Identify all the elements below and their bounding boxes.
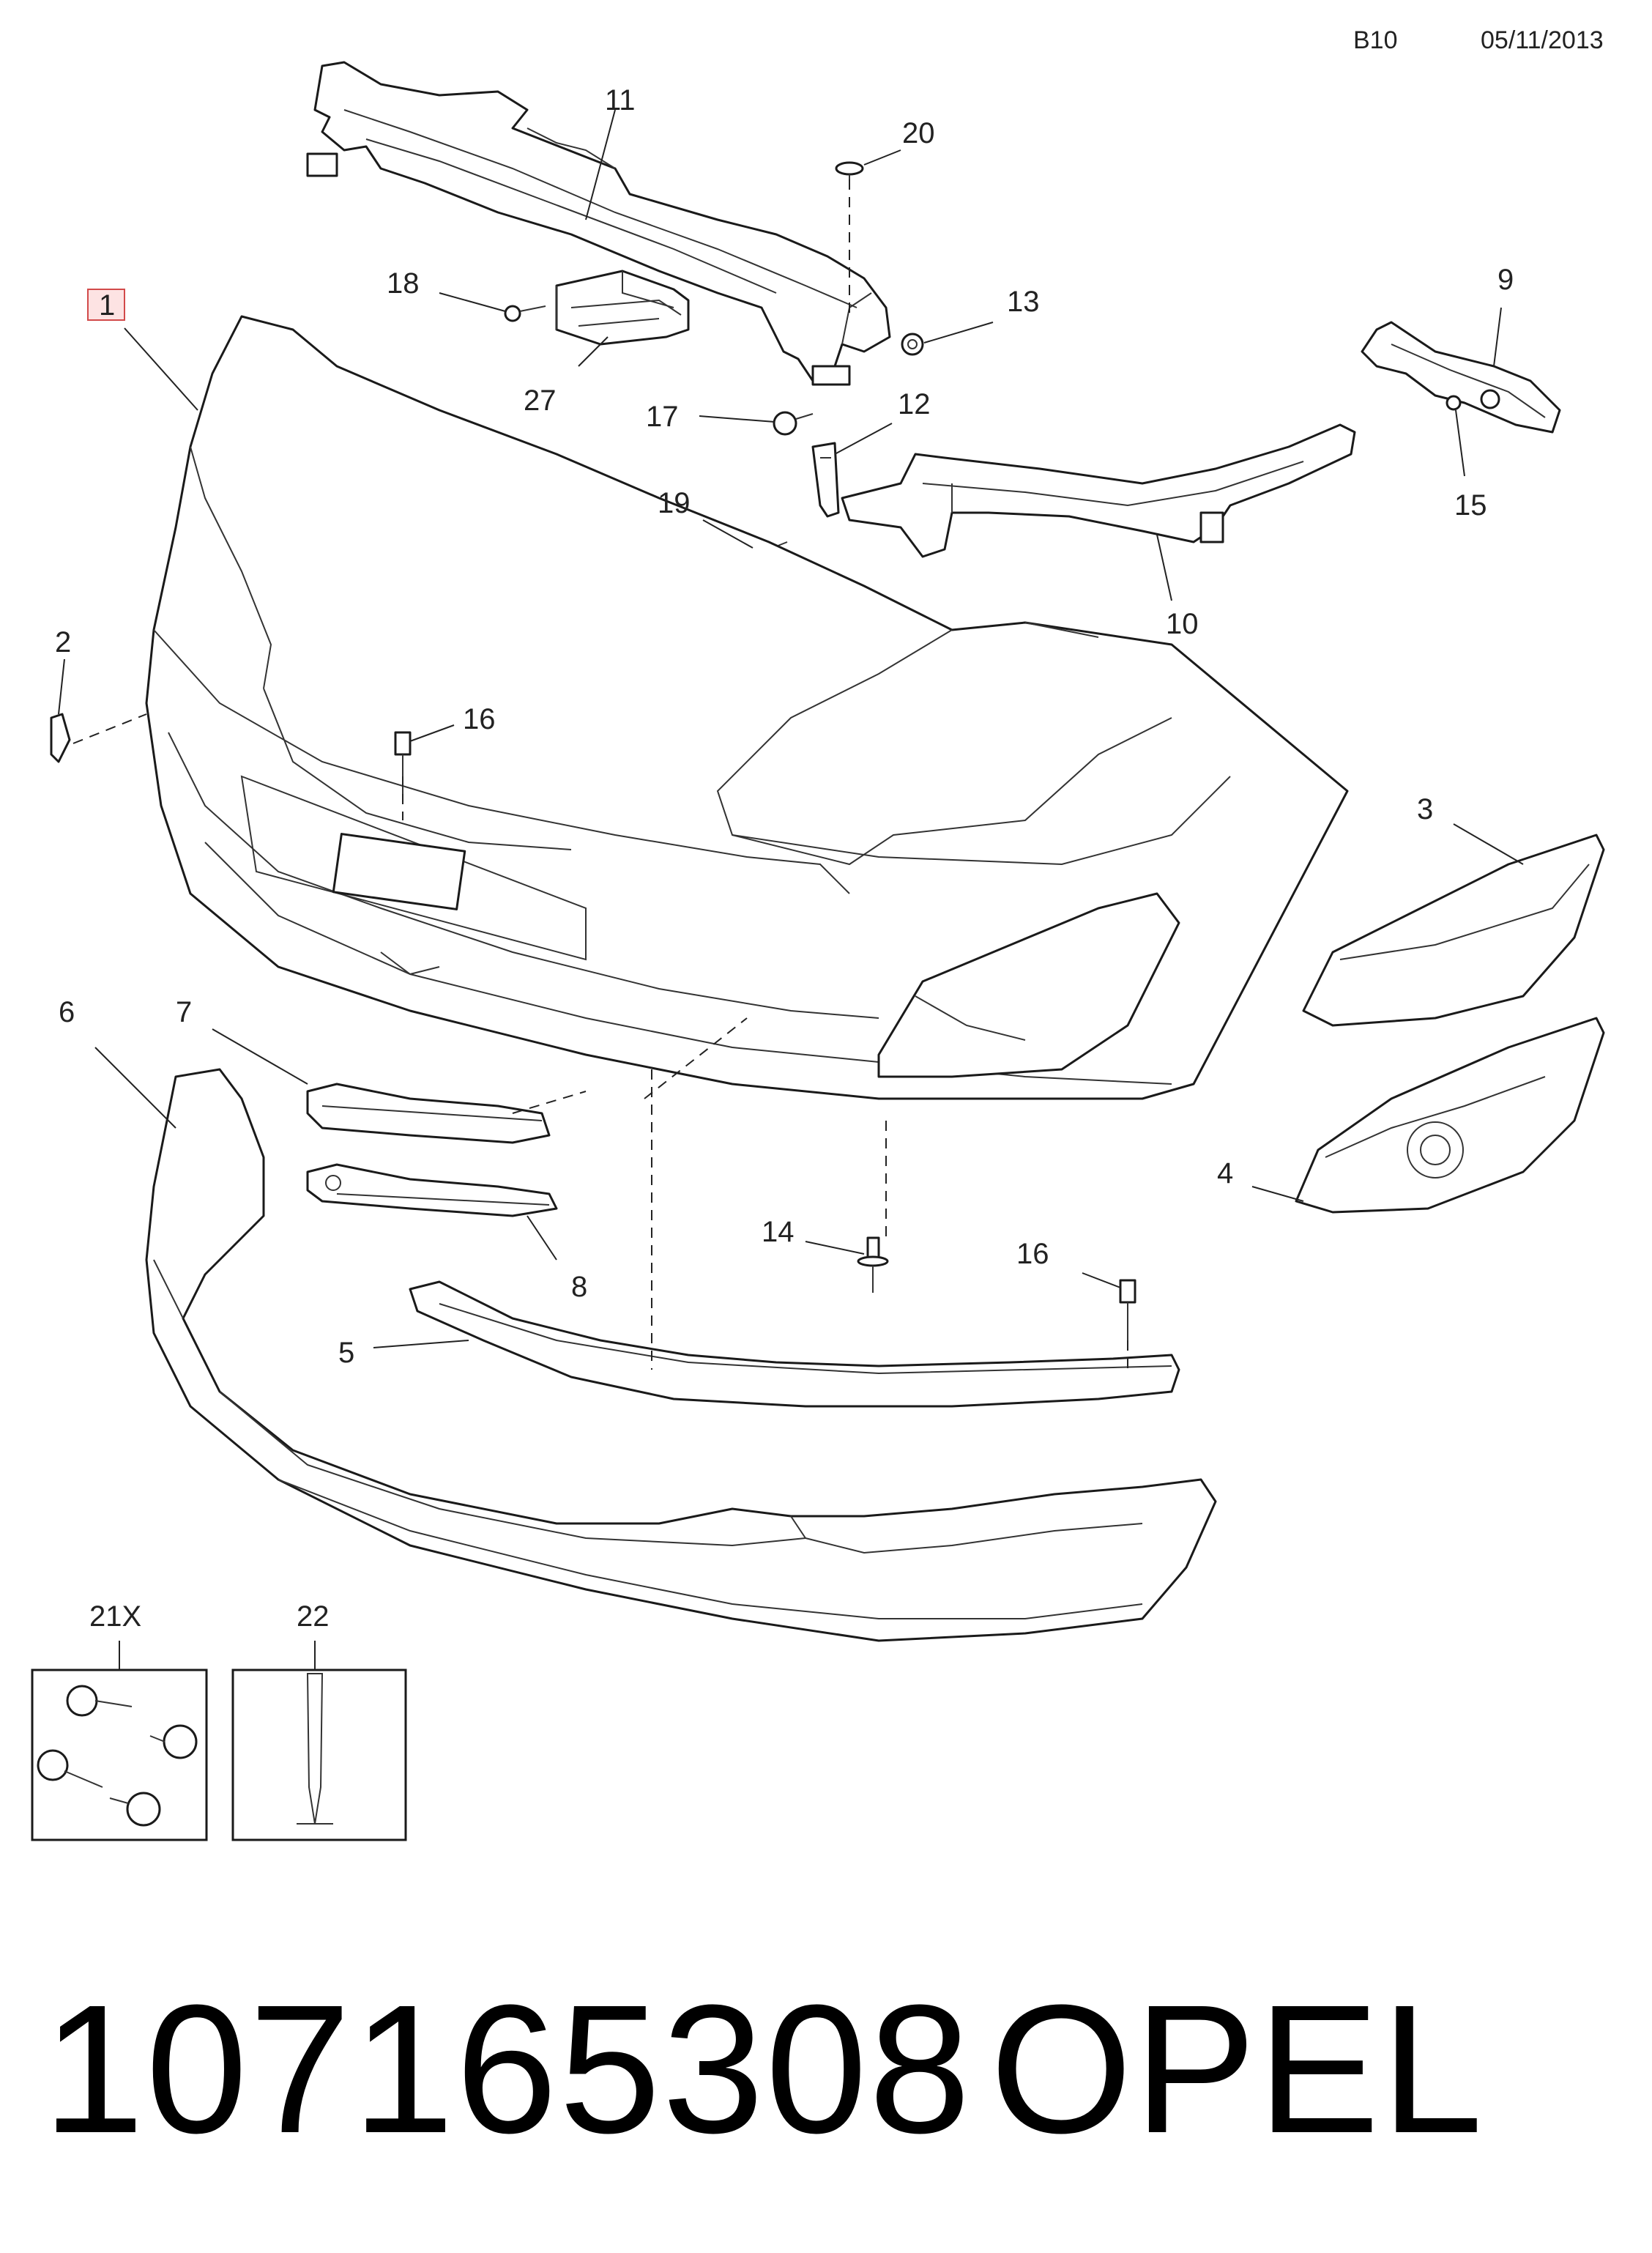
part-14-push-pin[interactable]	[857, 1236, 889, 1293]
callout-20[interactable]: 20	[902, 117, 935, 149]
part-7-grille-strip[interactable]	[306, 1083, 551, 1144]
callout-27[interactable]: 27	[524, 385, 557, 417]
diagram-date: 05/11/2013	[1481, 26, 1604, 54]
callout-8[interactable]: 8	[571, 1271, 587, 1303]
callout-1[interactable]: 1	[99, 289, 115, 322]
callout-19[interactable]: 19	[658, 487, 691, 519]
callout-14[interactable]: 14	[762, 1216, 795, 1248]
screw-icon	[149, 1724, 198, 1759]
page-code: B10	[1353, 26, 1398, 54]
license-plate-area	[240, 775, 587, 976]
part-3-upper-trim[interactable]	[1302, 834, 1605, 1027]
part-2-clip[interactable]	[50, 713, 71, 763]
assembly-lines	[72, 179, 1128, 1370]
callout-13[interactable]: 13	[1007, 286, 1040, 318]
part-18-bolt[interactable]	[504, 305, 546, 322]
part-27-bracket-block[interactable]	[555, 270, 690, 346]
part-11-upper-bracket[interactable]	[306, 61, 891, 386]
screw-icon	[66, 1685, 133, 1717]
part-1-bumper-cover[interactable]	[145, 315, 1349, 1100]
footer-brand: OPEL	[990, 1967, 1484, 2171]
cable-tie-icon	[297, 1673, 333, 1825]
callout-12[interactable]: 12	[898, 388, 931, 420]
callout-21x[interactable]: 21X	[89, 1600, 141, 1633]
part-13-nut[interactable]	[901, 333, 924, 356]
callout-2[interactable]: 2	[55, 626, 71, 658]
hardware-box-22[interactable]	[231, 1641, 407, 1841]
part-4-fog-bezel[interactable]	[1295, 1017, 1605, 1214]
callout-4[interactable]: 4	[1217, 1157, 1233, 1189]
callout-5[interactable]: 5	[338, 1337, 354, 1369]
callout-10[interactable]: 10	[1166, 608, 1199, 640]
callout-3[interactable]: 3	[1417, 793, 1433, 825]
callout-18[interactable]: 18	[387, 267, 420, 300]
callout-6[interactable]: 6	[59, 996, 75, 1028]
part-10-guide-rail[interactable]	[841, 423, 1356, 558]
part-12-bracket[interactable]	[811, 442, 840, 518]
callout-7[interactable]: 7	[176, 996, 192, 1028]
callout-16-lower[interactable]: 16	[1016, 1238, 1049, 1270]
screw-icon	[37, 1749, 103, 1788]
part-5-lower-moulding[interactable]	[409, 1280, 1180, 1408]
part-9-side-bracket[interactable]	[1361, 321, 1561, 434]
part-15-clip[interactable]	[1446, 395, 1462, 411]
fog-lamp-opening	[877, 892, 1180, 1078]
part-17-bolt[interactable]	[773, 411, 814, 436]
hardware-box-21x[interactable]	[31, 1641, 208, 1841]
part-16-push-pin-lower[interactable]	[1119, 1279, 1136, 1348]
callout-17[interactable]: 17	[646, 401, 679, 433]
part-6-lower-skid-plate[interactable]	[145, 1068, 1217, 1642]
callout-16-upper[interactable]: 16	[463, 703, 496, 735]
callout-22[interactable]: 22	[297, 1600, 330, 1633]
screw-icon	[109, 1792, 161, 1827]
leader-lines	[58, 109, 1524, 1348]
callout-15[interactable]: 15	[1454, 489, 1487, 522]
highlighted-part-box	[87, 289, 125, 321]
part-8-grille-strip[interactable]	[306, 1163, 558, 1217]
callout-11[interactable]: 11	[605, 84, 636, 116]
footer-part-number: 107165308	[42, 1967, 972, 2171]
callout-9[interactable]: 9	[1497, 264, 1514, 296]
